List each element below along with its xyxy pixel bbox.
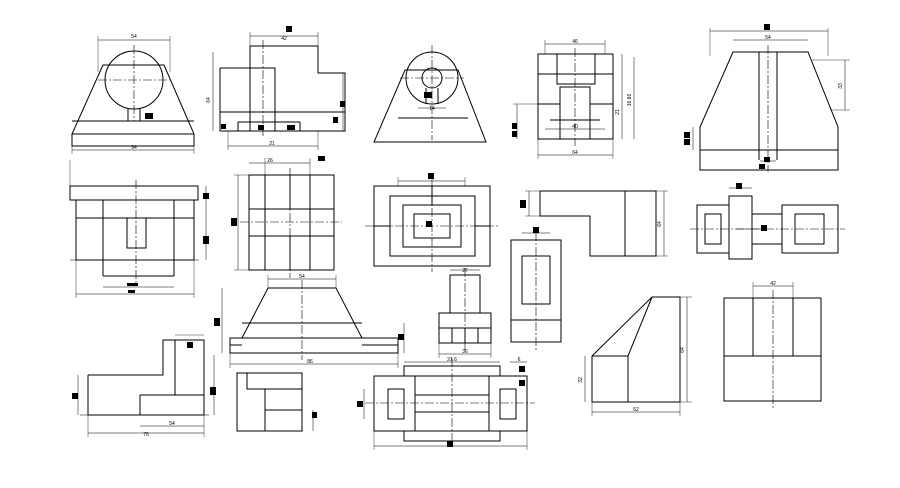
view-1-trapezoid-circle: 54 94: [71, 34, 195, 154]
view-8-frame: [365, 173, 498, 272]
view-2-stepped-block: 42 64 21: [206, 26, 346, 150]
dim-label: 46: [572, 39, 578, 45]
dim-label: 64: [680, 347, 686, 353]
dim-label: 54: [765, 35, 771, 41]
dim-label: 32: [578, 377, 584, 383]
view-14-l-profile: 54 76: [72, 334, 216, 438]
dim-label: 21: [269, 141, 275, 147]
view-10-pipe-blocks: [690, 183, 845, 260]
dim-label: 86: [307, 359, 313, 365]
dim-label: 27: [462, 268, 468, 274]
view-6-plate-slot: [69, 160, 209, 298]
view-4-slotted-block: 46 40 64 21 16.86: [512, 39, 635, 159]
view-13-vertical-box: [510, 227, 562, 350]
view-16-wide-frame: 21.6 6: [357, 357, 535, 450]
dim-label: 42: [281, 36, 287, 42]
dim-label: 6: [518, 357, 521, 363]
view-11-pyramid-base: 54 86: [214, 274, 405, 368]
view-3-trapezoid-annulus: 14: [373, 45, 487, 143]
view-12-column: 27 36: [438, 268, 492, 358]
dim-label: 33: [838, 83, 844, 89]
dim-label: 21: [615, 109, 621, 115]
dim-label: 64: [206, 97, 212, 103]
dim-label: 40: [572, 124, 578, 130]
dim-label: 64: [572, 150, 578, 156]
dim-label: 52: [633, 407, 639, 413]
dim-label: 42: [770, 281, 776, 287]
view-17-wedge: 64 32 52: [578, 296, 692, 416]
dim-label: 54: [169, 421, 175, 427]
dim-label: 21.6: [447, 357, 457, 363]
dim-label: 94: [131, 145, 137, 151]
view-18-box: 42: [723, 281, 822, 408]
view-5-tall-trapezoid: 54 33: [684, 24, 850, 172]
dim-label: 54: [131, 34, 137, 40]
view-9-step-block: 64: [520, 190, 668, 257]
dim-label: 64: [657, 221, 663, 227]
dim-label: 16.86: [627, 94, 633, 107]
dim-label: 26: [267, 158, 273, 164]
dim-label: 76: [143, 432, 149, 438]
dim-label: 14: [429, 106, 435, 112]
dim-label: 54: [299, 274, 305, 280]
view-15-small-square: [236, 372, 317, 432]
view-7-square-cross: 26: [231, 156, 342, 278]
dim-label: 36: [462, 349, 468, 355]
